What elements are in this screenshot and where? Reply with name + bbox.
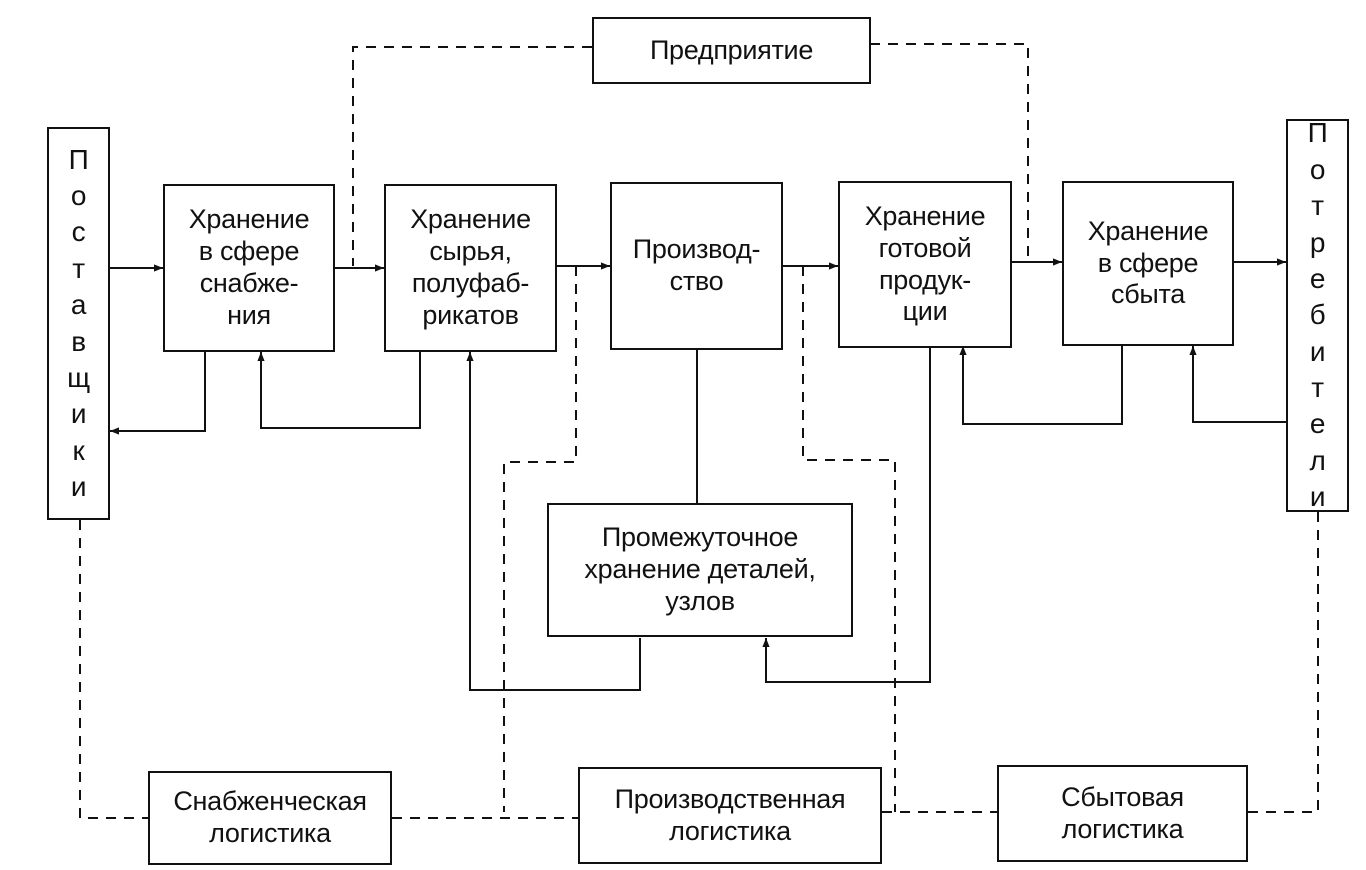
storage-sales-box: Хранение в сфере сбыта	[1062, 181, 1234, 346]
dashed-sales-to-consumers	[1248, 512, 1319, 813]
production-box: Производ- ство	[610, 182, 783, 350]
intermediate-storage-label: Промежуточное хранение деталей, узлов	[584, 522, 816, 616]
production-logistics-box: Производственная логистика	[578, 767, 882, 864]
storage-raw-label: Хранение сырья, полуфаб- рикатов	[410, 204, 531, 330]
supply-logistics-label: Снабженческая логистика	[173, 786, 367, 848]
supply-logistics-box: Снабженческая логистика	[148, 771, 392, 865]
production-logistics-label: Производственная логистика	[614, 783, 846, 846]
return-raw-to-supply	[257, 352, 421, 429]
consumers-label: П о т р е б и т е л и	[1307, 117, 1328, 513]
storage-finished-label: Хранение готовой продук- ции	[864, 200, 986, 327]
production-label: Производ- ство	[632, 234, 761, 296]
enterprise-label: Предприятие	[649, 34, 814, 65]
dashed-enterprise-left	[352, 46, 592, 266]
storage-supply-box: Хранение в сфере снабже- ния	[163, 184, 335, 352]
suppliers-box: П о с т а в щ и к и	[47, 127, 110, 520]
flow-finished-to-intermediate	[762, 346, 931, 683]
dashed-production-right	[802, 266, 896, 812]
return-intermediate-to-raw	[466, 352, 641, 691]
enterprise-box: Предприятие	[592, 17, 871, 84]
dashed-production-left	[503, 266, 577, 812]
return-consumers-to-sales	[1189, 346, 1288, 423]
suppliers-label: П о с т а в щ и к и	[67, 143, 90, 503]
storage-supply-label: Хранение в сфере снабже- ния	[188, 204, 310, 330]
return-supply-to-suppliers	[110, 352, 206, 435]
intermediate-storage-box: Промежуточное хранение деталей, узлов	[547, 503, 853, 637]
return-sales-to-finished	[959, 346, 1123, 425]
storage-finished-box: Хранение готовой продук- ции	[838, 181, 1012, 348]
sales-logistics-box: Сбытовая логистика	[997, 765, 1248, 862]
sales-logistics-label: Сбытовая логистика	[1061, 781, 1184, 844]
dashed-supply-logistics	[79, 520, 148, 819]
storage-raw-box: Хранение сырья, полуфаб- рикатов	[384, 184, 557, 352]
storage-sales-label: Хранение в сфере сбыта	[1087, 215, 1209, 310]
consumers-box: П о т р е б и т е л и	[1286, 117, 1349, 512]
